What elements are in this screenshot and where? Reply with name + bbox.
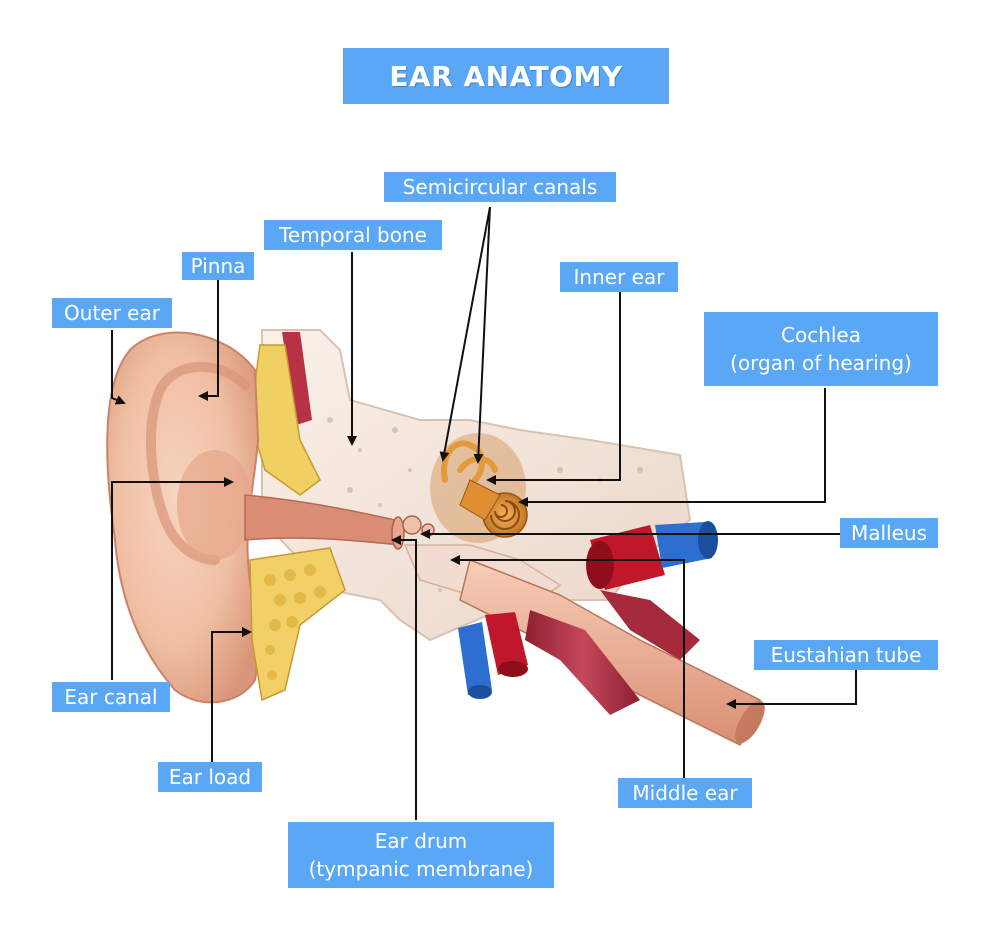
label-eustachian-tube: Eustahian tube bbox=[754, 640, 938, 670]
label-pinna: Pinna bbox=[182, 252, 254, 280]
leader-lines bbox=[111, 206, 857, 820]
label-cochlea: Cochlea (organ of hearing) bbox=[704, 312, 938, 386]
label-ear-load: Ear load bbox=[158, 762, 262, 792]
helix bbox=[145, 361, 250, 565]
label-ear-drum-line1: Ear drum bbox=[374, 829, 468, 853]
fat-texture bbox=[264, 564, 326, 680]
vein-lower bbox=[458, 622, 492, 699]
label-ear-drum-line2: (tympanic membrane) bbox=[308, 857, 534, 881]
label-ear-canal: Ear canal bbox=[52, 682, 170, 712]
label-malleus: Malleus bbox=[840, 518, 938, 548]
page-title: EAR ANATOMY bbox=[343, 48, 669, 104]
label-temporal-bone: Temporal bone bbox=[264, 220, 442, 250]
label-cochlea-line2: (organ of hearing) bbox=[730, 351, 912, 375]
vestibule bbox=[459, 479, 501, 521]
bone-texture bbox=[327, 417, 643, 603]
label-semicircular-canals: Semicircular canals bbox=[384, 172, 616, 202]
ear-drum bbox=[391, 516, 405, 550]
muscle-band-2 bbox=[600, 590, 700, 660]
temporal-muscle bbox=[282, 332, 312, 425]
concha bbox=[177, 450, 253, 560]
label-middle-ear: Middle ear bbox=[618, 778, 752, 808]
eustachian-tube-opening bbox=[735, 700, 765, 744]
carotid-artery bbox=[586, 525, 665, 590]
artery-lower bbox=[485, 612, 528, 677]
label-ear-drum: Ear drum (tympanic membrane) bbox=[288, 822, 554, 888]
malleus-bone bbox=[402, 515, 422, 535]
label-outer-ear: Outer ear bbox=[52, 298, 172, 328]
label-inner-ear: Inner ear bbox=[560, 262, 678, 292]
label-cochlea-line1: Cochlea bbox=[781, 323, 861, 347]
muscle-band-1 bbox=[525, 610, 640, 715]
